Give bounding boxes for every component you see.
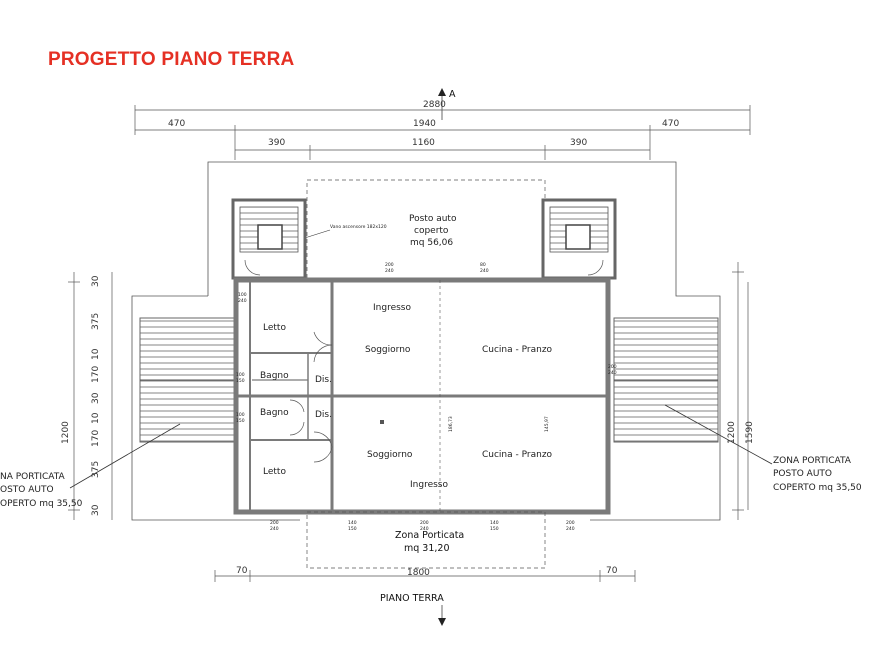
svg-text:240: 240 (270, 526, 279, 532)
zona-right-label-1: ZONA PORTICATA (773, 456, 852, 466)
dim-left-v-4: 30 (91, 392, 101, 404)
dim-left-v-3: 170 (91, 366, 101, 383)
zona-left-label-2: OSTO AUTO (0, 485, 54, 495)
dim-bottom-right: 70 (606, 566, 618, 576)
room-dis-top: Dis. (315, 375, 332, 385)
dim-left-v-8: 30 (91, 504, 101, 516)
svg-text:200: 200 (420, 520, 429, 526)
room-letto-top: Letto (263, 323, 286, 333)
svg-text:150: 150 (490, 526, 499, 532)
opening-labels: 100 240 200 240 80 240 100 150 200 240 1… (236, 262, 617, 532)
room-bagno-bottom: Bagno (260, 408, 289, 418)
zona-left-label-3: OPERTO mq 35,50 (0, 499, 83, 509)
dim-right-inner: 390 (570, 138, 587, 148)
dim-center-width: 1940 (413, 119, 436, 129)
zona-porticata-front (306, 511, 546, 569)
wall-height-left: 186,73 (448, 416, 454, 432)
parking-right (613, 317, 719, 443)
dim-left-v-0: 30 (91, 275, 101, 287)
dim-total-width: 2880 (423, 100, 446, 110)
posto-auto-label-2: coperto (414, 226, 449, 236)
svg-text:100: 100 (236, 412, 245, 418)
dim-right-outer: 470 (662, 119, 679, 129)
right-dimensions (732, 262, 749, 520)
zona-porticata-front-label-2: mq 31,20 (404, 543, 450, 554)
dim-left-v-7: 375 (91, 461, 101, 478)
dim-right-height: 1200 (727, 421, 737, 444)
dim-bottom-total: 1800 (407, 568, 430, 578)
wall-height-right: 145,97 (544, 416, 550, 432)
room-cucina-top: Cucina - Pranzo (482, 345, 553, 355)
room-letto-bottom: Letto (263, 467, 286, 477)
svg-text:80: 80 (480, 262, 486, 268)
drawing-title: PROGETTO PIANO TERRA (48, 49, 295, 70)
dim-left-inner: 390 (268, 138, 285, 148)
room-dis-bottom: Dis. (315, 410, 332, 420)
svg-text:200: 200 (385, 262, 394, 268)
dim-left-height: 1200 (61, 421, 71, 444)
dim-bottom-left: 70 (236, 566, 248, 576)
dim-left-v-2: 10 (91, 348, 101, 360)
top-dimensions (134, 105, 751, 160)
zona-right-label-2: POSTO AUTO (773, 469, 832, 479)
stair-left (231, 198, 307, 280)
left-dimensions (68, 272, 113, 520)
svg-text:200: 200 (566, 520, 575, 526)
section-marker-bottom (438, 605, 446, 626)
parking-left (139, 317, 237, 443)
svg-text:100: 100 (236, 372, 245, 378)
room-soggiorno-bottom: Soggiorno (367, 450, 413, 460)
svg-text:240: 240 (480, 268, 489, 274)
column-marker (380, 420, 384, 424)
svg-text:150: 150 (236, 418, 245, 424)
zona-left-leader (69, 423, 181, 489)
dim-right-total: 1590 (745, 421, 755, 444)
svg-text:200: 200 (608, 364, 617, 370)
svg-text:240: 240 (566, 526, 575, 532)
dim-mid-inner: 1160 (412, 138, 435, 148)
room-cucina-bottom: Cucina - Pranzo (482, 450, 553, 460)
dim-left-v-1: 375 (91, 313, 101, 330)
zona-porticata-front-label-1: Zona Porticata (395, 530, 464, 541)
room-bagno-top: Bagno (260, 371, 289, 381)
site-outline (207, 161, 721, 521)
svg-text:240: 240 (420, 526, 429, 532)
vano-ascensore-label: Vano ascensore 182x120 (330, 224, 387, 230)
svg-text:240: 240 (385, 268, 394, 274)
dim-left-outer: 470 (168, 119, 185, 129)
svg-text:140: 140 (490, 520, 499, 526)
section-marker-label: A (449, 89, 456, 100)
posto-auto-label-3: mq 56,06 (410, 238, 453, 248)
stair-right (541, 198, 617, 280)
piano-terra-label: PIANO TERRA (380, 593, 444, 604)
room-ingresso-bottom: Ingresso (410, 480, 448, 490)
svg-text:240: 240 (608, 370, 617, 376)
room-soggiorno-top: Soggiorno (365, 345, 411, 355)
room-ingresso-top: Ingresso (373, 303, 411, 313)
zona-right-leader (664, 404, 773, 465)
zona-left-label-1: NA PORTICATA (0, 472, 66, 482)
zona-right-label-3: COPERTO mq 35,50 (773, 483, 862, 493)
section-marker-top: A (438, 88, 456, 120)
dim-left-v-6: 170 (91, 430, 101, 447)
svg-text:100: 100 (238, 292, 247, 298)
posto-auto-label-1: Posto auto (409, 214, 457, 224)
door-swings (289, 331, 333, 463)
building-walls (233, 277, 611, 515)
svg-text:140: 140 (348, 520, 357, 526)
svg-text:150: 150 (348, 526, 357, 532)
dim-left-v-5: 10 (91, 412, 101, 424)
svg-text:150: 150 (236, 378, 245, 384)
site-outline-left (131, 295, 300, 521)
svg-text:240: 240 (238, 298, 247, 304)
bottom-dimensions (214, 570, 636, 582)
svg-text:200: 200 (270, 520, 279, 526)
